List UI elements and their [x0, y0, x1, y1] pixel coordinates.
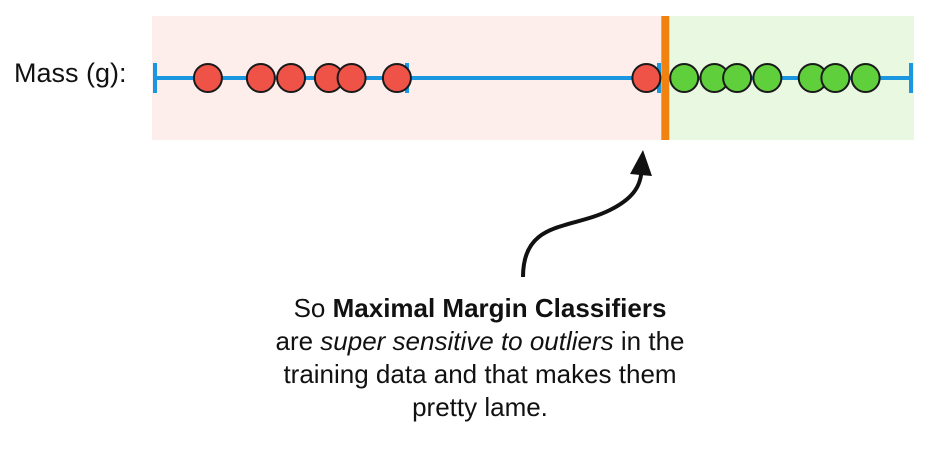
arrow-head-icon	[630, 150, 652, 176]
caption-line-2-start: are	[275, 326, 321, 356]
threshold-marker	[661, 16, 670, 140]
caption-line-4: pretty lame.	[412, 392, 548, 422]
caption-bold-term: Maximal Margin Classifiers	[332, 293, 667, 323]
caption-emphasis: super sensitive to outliers	[320, 326, 614, 356]
caption-line-1: So Maximal Margin Classifiers	[270, 292, 690, 325]
red-point	[631, 63, 662, 93]
red-point	[336, 63, 367, 93]
green-point	[850, 63, 881, 93]
green-point	[722, 63, 753, 93]
caption-line-2-end: in the	[613, 326, 685, 356]
data-points	[192, 63, 881, 93]
pointer-arrow	[521, 159, 644, 278]
red-point	[276, 63, 307, 93]
caption-prefix: So	[293, 293, 333, 323]
red-point	[192, 63, 223, 93]
green-point	[820, 63, 851, 93]
red-point	[245, 63, 276, 93]
axis-label: Mass (g):	[14, 58, 127, 88]
caption: So Maximal Margin Classifiers are super …	[270, 292, 690, 424]
caption-line-3: training data and that makes them	[283, 359, 677, 389]
green-point	[752, 63, 783, 93]
red-point	[381, 63, 412, 93]
caption-line-2: are super sensitive to outliers in the	[270, 325, 690, 358]
green-point	[669, 63, 700, 93]
